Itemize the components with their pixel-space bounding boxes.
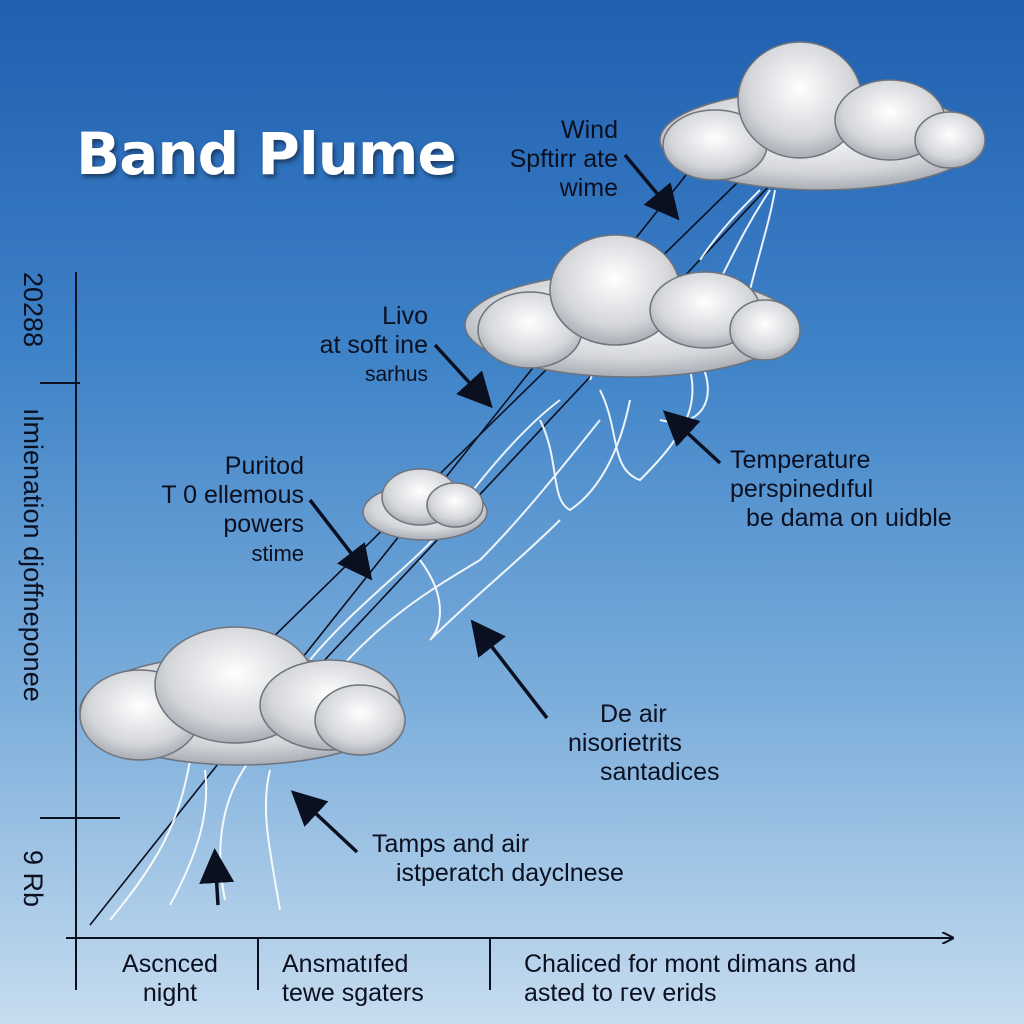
annotation-de-air: De air nisorietrits santadices: [568, 700, 720, 786]
x-axis-label-right: Chaliced for mont dimans and asted to гe…: [524, 950, 857, 1007]
annotation-arrows: [199, 153, 722, 906]
arrow-livo: [433, 343, 493, 409]
annotation-wind: Wind Spftirr ate wime: [509, 116, 618, 202]
cloud-bottom: [79, 626, 406, 766]
arrow-tamps: [290, 790, 359, 854]
arrow-wind: [623, 153, 680, 221]
annotation-purito: Puritod T 0 ellemous powers stime: [161, 452, 304, 566]
arrow-upward: [199, 848, 235, 906]
cloud-small: [362, 468, 488, 541]
y-axis-top-label: 20288: [18, 272, 48, 348]
arrow-de-air: [470, 619, 549, 720]
y-axis-bottom-label: 9 Rb: [18, 850, 48, 908]
cloud-top: [659, 41, 986, 191]
arrow-purito: [308, 498, 373, 581]
cloud-middle: [464, 234, 801, 378]
y-axis-middle-label: ılmienation djoffneponeе: [18, 408, 48, 702]
arrow-temperature: [662, 410, 722, 465]
annotation-livo: Livo at soft ine ѕarhus: [319, 302, 428, 386]
streamlines: [109, 189, 776, 921]
x-axis-label-left: Ascnced night: [122, 950, 218, 1007]
x-axis-label-middle: Ansmatıfed tewe sgaters: [282, 950, 424, 1007]
axes: [40, 272, 952, 990]
annotation-tamps: Tamps and air istperatch dayclnese: [372, 830, 624, 887]
diagram-title: Band Plume: [76, 120, 457, 188]
annotation-temperature: Temperature perspinedıful be dama on uid…: [730, 446, 952, 532]
